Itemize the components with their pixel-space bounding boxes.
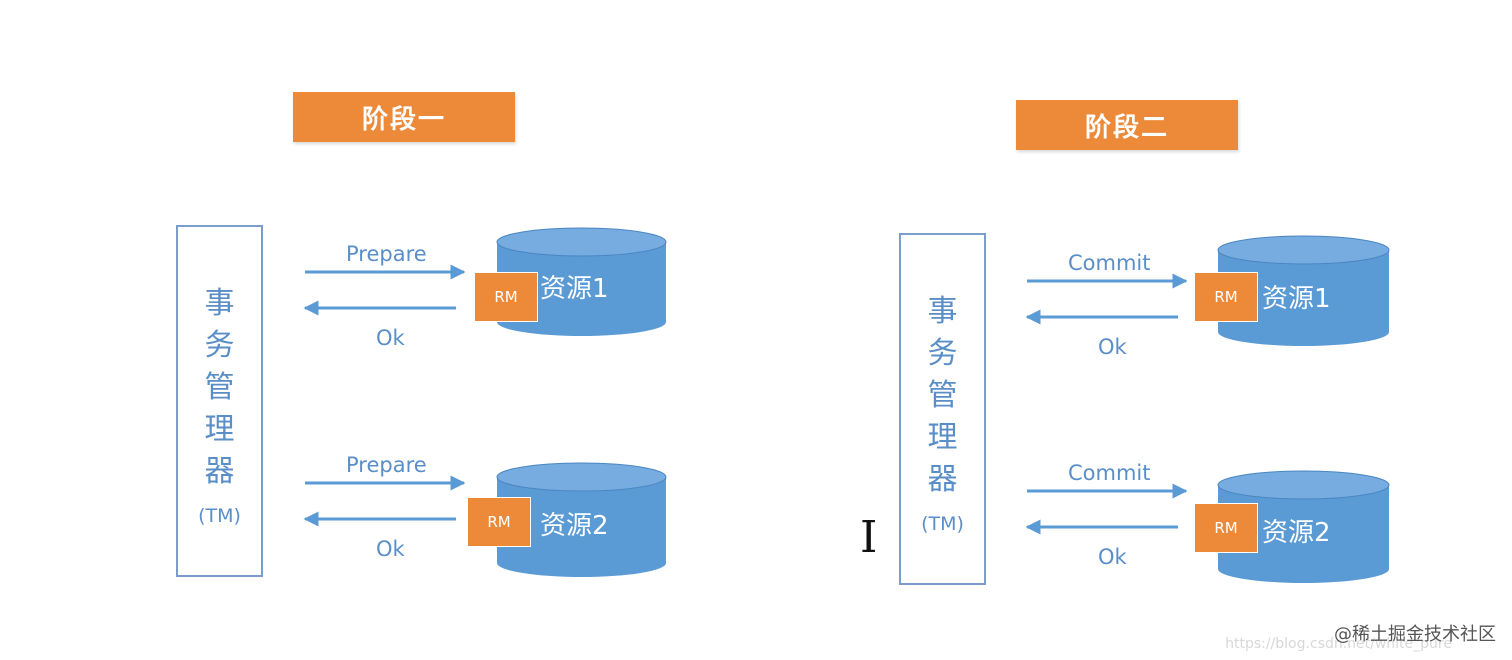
response-label-phase1-2: Ok [376, 537, 405, 561]
transaction-manager-title: 事 务 管 理 器 [928, 291, 958, 501]
resource-manager-box-phase1-1: RM [474, 272, 538, 322]
resource-manager-box-phase1-2: RM [467, 497, 531, 547]
response-label-phase2-1: Ok [1098, 335, 1127, 359]
transaction-manager-title: 事 务 管 理 器 [205, 283, 235, 493]
tm-char: 事 [204, 286, 235, 321]
tm-abbreviation: (TM) [921, 513, 964, 535]
tm-char: 务 [927, 336, 958, 371]
text-cursor-icon: I [860, 512, 878, 563]
request-label-phase1-2: Prepare [346, 453, 427, 477]
tm-char: 理 [927, 420, 958, 455]
tm-char: 管 [204, 370, 235, 405]
resource-manager-box-phase2-1: RM [1194, 272, 1258, 322]
database-cylinder-phase2-2 [1217, 470, 1390, 583]
tm-char: 管 [927, 378, 958, 413]
resource-label-phase1-1: 资源1 [540, 274, 609, 304]
transaction-manager-box-phase2: 事 务 管 理 器 (TM) [899, 233, 986, 585]
resource-label-phase2-2: 资源2 [1262, 518, 1331, 548]
resource-label-phase1-2: 资源2 [540, 511, 609, 541]
tm-char: 器 [204, 454, 235, 489]
tm-char: 理 [204, 412, 235, 447]
resource-manager-box-phase2-2: RM [1194, 503, 1258, 553]
tm-abbreviation: (TM) [198, 505, 241, 527]
watermark-url: https://blog.csdn.net/white_pure [1225, 636, 1452, 652]
tm-char: 务 [204, 328, 235, 363]
tm-char: 事 [927, 294, 958, 329]
phase-two-label: 阶段二 [1016, 100, 1238, 150]
phase-one-label: 阶段一 [293, 92, 515, 142]
resource-label-phase2-1: 资源1 [1262, 284, 1331, 314]
response-label-phase2-2: Ok [1098, 545, 1127, 569]
request-label-phase2-2: Commit [1068, 461, 1151, 485]
tm-char: 器 [927, 462, 958, 497]
request-label-phase2-1: Commit [1068, 251, 1151, 275]
transaction-manager-box-phase1: 事 务 管 理 器 (TM) [176, 225, 263, 577]
watermark-brand: @稀土掘金技术社区 [1334, 624, 1496, 645]
response-label-phase1-1: Ok [376, 326, 405, 350]
database-cylinder-phase1-2 [496, 462, 667, 577]
request-label-phase1-1: Prepare [346, 242, 427, 266]
